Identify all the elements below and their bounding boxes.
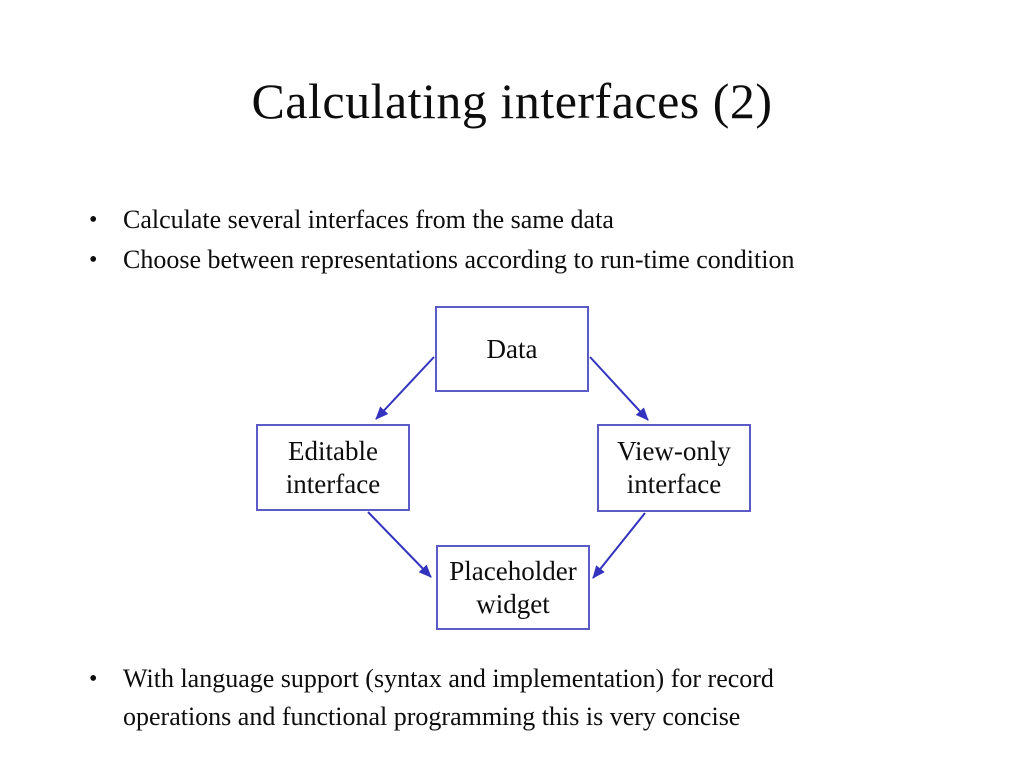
slide-title: Calculating interfaces (2) [251, 73, 773, 129]
bullet-text-line: operations and functional programming th… [123, 702, 741, 731]
box-label: widget [476, 588, 550, 619]
bullet-text-line: With language support (syntax and implem… [123, 664, 774, 693]
box-label: Data [486, 333, 538, 364]
bullet-item: • With language support (syntax and impl… [0, 660, 1024, 736]
bullet-text: With language support (syntax and implem… [123, 660, 774, 736]
arrow-view-only-to-placeholder [592, 512, 646, 579]
data-box: Data [435, 306, 589, 392]
bullet-text: Calculate several interfaces from the sa… [123, 205, 614, 234]
arrow-data-to-view-only [589, 356, 649, 421]
bullet-item: • Choose between representations accordi… [0, 240, 1024, 280]
bullet-dot-icon: • [89, 207, 98, 233]
box-label: interface [285, 468, 381, 499]
bottom-bullet-list: • With language support (syntax and impl… [0, 660, 1024, 736]
box-label: Editable [288, 435, 378, 466]
placeholder-widget-box: Placeholder widget [436, 545, 590, 630]
bullet-dot-icon: • [89, 247, 98, 273]
arrow-editable-to-placeholder [367, 511, 432, 578]
editable-interface-box: Editable interface [256, 424, 410, 511]
top-bullet-list: • Calculate several interfaces from the … [0, 200, 1024, 280]
box-label: Placeholder [449, 555, 577, 586]
arrow-data-to-editable [375, 356, 435, 420]
bullet-item: • Calculate several interfaces from the … [0, 200, 1024, 240]
box-label: View-only [617, 436, 731, 466]
bullet-dot-icon: • [89, 666, 98, 692]
bullet-text: Choose between representations according… [123, 245, 795, 274]
view-only-interface-box: View-only interface [597, 424, 751, 512]
box-label: interface [626, 469, 722, 499]
